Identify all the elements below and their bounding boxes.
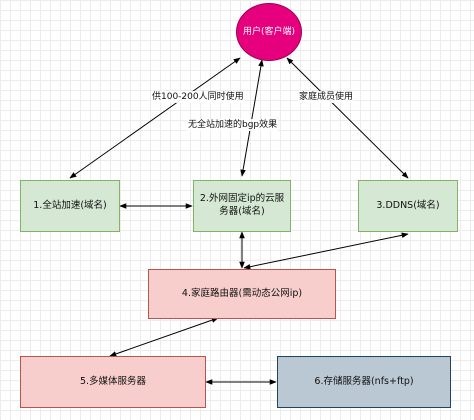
edge-user-ddns (286, 57, 409, 179)
site-acceleration-node: 1.全站加速(域名) (20, 180, 120, 232)
edge-router-media (109, 317, 219, 357)
ddns-node: 3.DDNS(域名) (358, 180, 458, 232)
storage-server-node: 6.存储服务器(nfs+ftp) (277, 356, 451, 408)
edge-user-cdn (69, 57, 241, 179)
edge-label-user-cloud: 无全站加速的bgp效果 (187, 119, 279, 131)
home-router-node: 4.家庭路由器(需动态公网ip) (148, 269, 336, 319)
cloud-server-node: 2.外网固定ip的云服务器(域名) (193, 180, 291, 232)
edge-ddns-router (243, 232, 409, 270)
edge-user-cloud (240, 59, 264, 177)
edge-label-user-ddns: 家庭成员使用 (298, 91, 355, 103)
edge-label-user-cdn: 供100-200人同时使用 (151, 91, 245, 103)
media-server-node: 5.多媒体服务器 (20, 356, 206, 408)
user-client-node: 用户(客户端) (236, 3, 302, 61)
